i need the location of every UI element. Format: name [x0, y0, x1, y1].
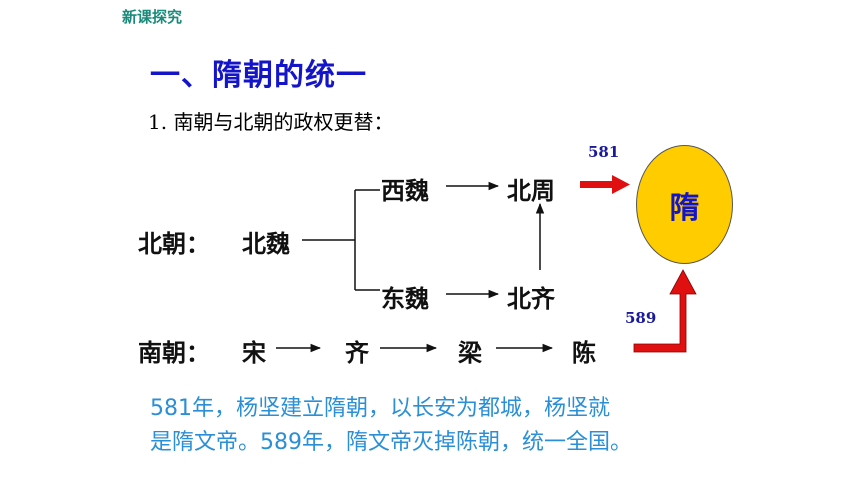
node-chen: 陈 [572, 339, 596, 367]
node-qi: 齐 [345, 339, 369, 367]
node-north-zhou: 北周 [507, 177, 555, 205]
node-liang: 梁 [458, 339, 482, 367]
summary-text: 581年，杨坚建立隋朝，以长安为都城，杨坚就 是隋文帝。589年，隋文帝灭掉陈朝… [150, 392, 770, 460]
node-north-qi: 北齐 [507, 285, 555, 313]
section-tag: 新课探究 [122, 8, 183, 26]
year-581: 581 [588, 143, 620, 161]
south-label: 南朝： [138, 339, 210, 367]
year-589: 589 [625, 309, 657, 327]
summary-line-2: 是隋文帝。589年，隋文帝灭掉陈朝，统一全国。 [150, 430, 632, 455]
page-title: 一、隋朝的统一 [150, 58, 367, 93]
red-arrow-chen-to-sui [633, 269, 697, 353]
node-north-wei: 北魏 [242, 230, 290, 258]
node-song: 宋 [242, 339, 266, 367]
subtitle: 1. 南朝与北朝的政权更替： [148, 110, 394, 134]
north-label: 北朝： [138, 230, 210, 258]
red-arrow-zhou-to-sui [580, 175, 630, 194]
sui-dynasty-node: 隋 [636, 145, 733, 264]
summary-line-1: 581年，杨坚建立隋朝，以长安为都城，杨坚就 [150, 396, 610, 421]
node-east-wei: 东魏 [381, 285, 429, 313]
node-west-wei: 西魏 [381, 177, 429, 205]
sui-label: 隋 [669, 190, 700, 226]
